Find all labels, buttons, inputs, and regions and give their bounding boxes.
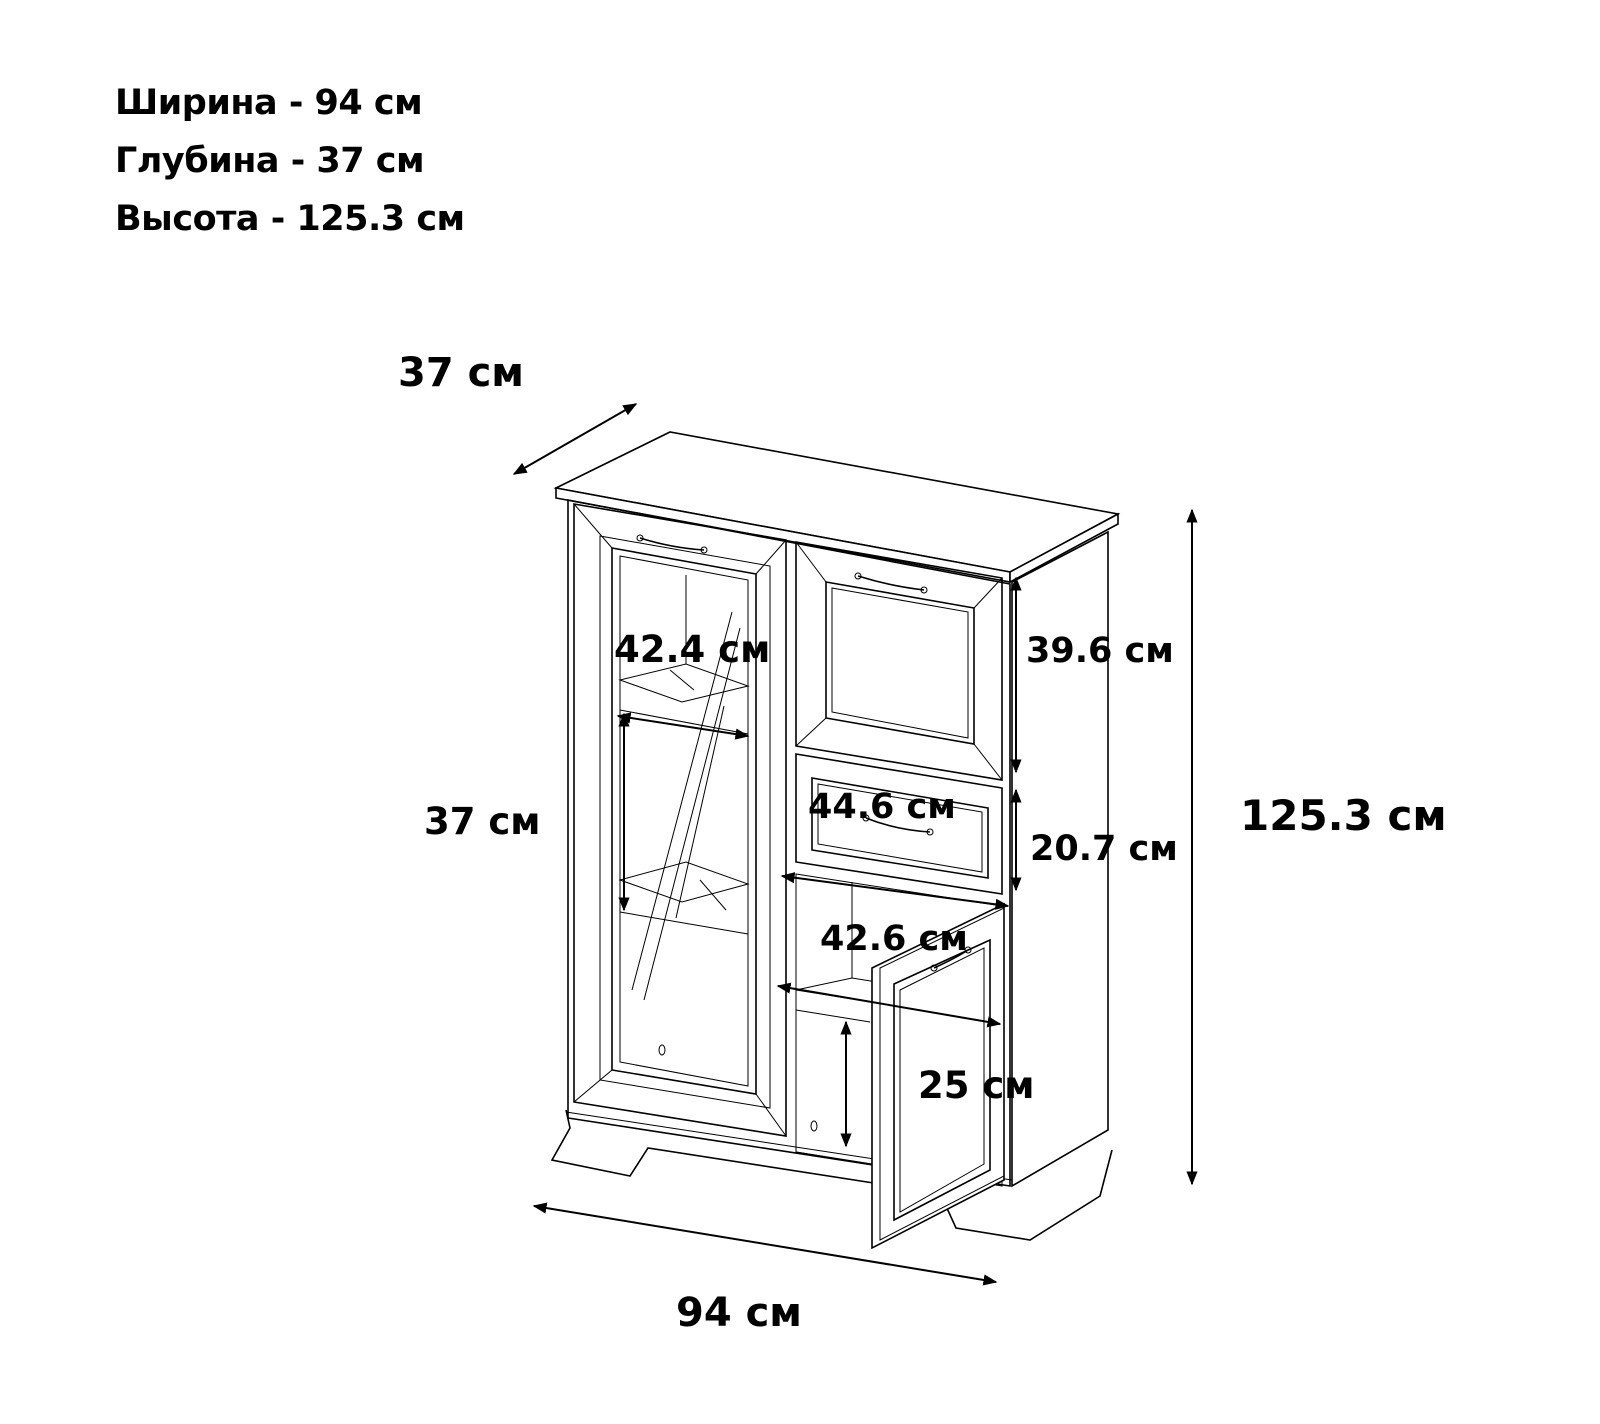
label-glass-shelf-width: 42.4 см [614, 628, 770, 671]
dimension-arrows [512, 403, 1198, 1286]
label-upper-door-height: 39.6 см [1026, 631, 1174, 671]
glass-door [573, 503, 787, 1137]
label-glass-shelf-height: 37 см [424, 800, 541, 843]
label-width-bottom: 94 см [676, 1290, 802, 1336]
label-lower-shelf-height: 25 см [918, 1064, 1035, 1107]
label-height-total: 125.3 см [1240, 791, 1447, 840]
upper-door [795, 541, 1003, 781]
specifications: Ширина - 94 см Глубина - 37 см Высота - … [115, 78, 465, 252]
label-drawer-width: 44.6 см [808, 787, 956, 827]
label-drawer-height: 20.7 см [1030, 829, 1178, 869]
label-lower-inner-width: 42.6 см [820, 919, 968, 959]
spec-depth: Глубина - 37 см [115, 141, 425, 181]
label-depth-top: 37 см [398, 350, 524, 396]
spec-height: Высота - 125.3 см [115, 199, 465, 239]
cabinet-body [550, 431, 1121, 1241]
spec-width: Ширина - 94 см [115, 83, 423, 123]
